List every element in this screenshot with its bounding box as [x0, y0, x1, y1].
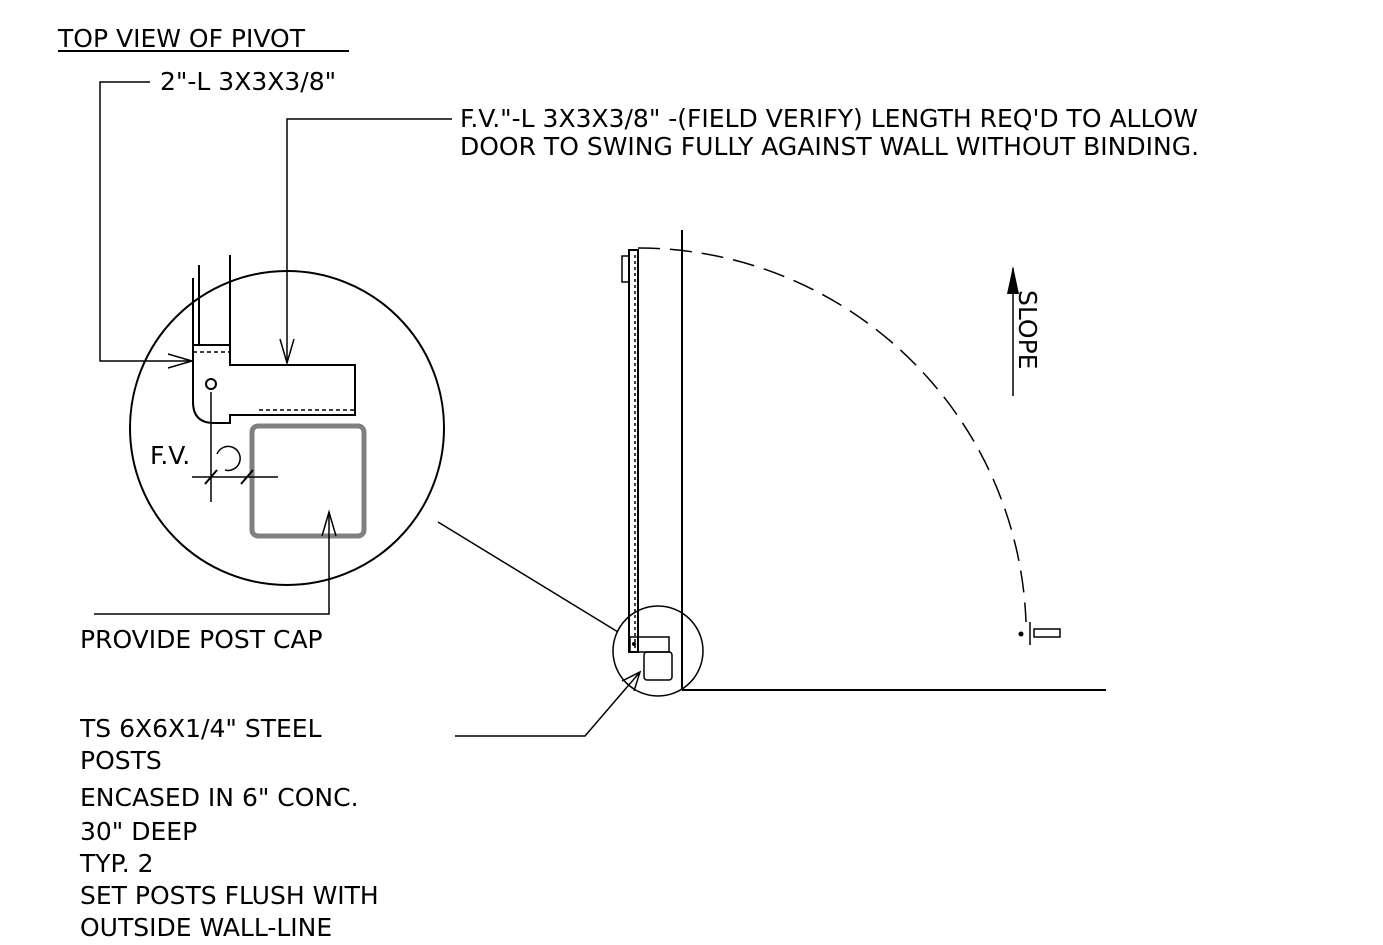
small-pivot-pin-icon: [632, 642, 636, 646]
label-pivot-angle: 2"-L 3X3X3/8": [160, 67, 336, 96]
small-steel-post: [643, 651, 673, 681]
posts-note-line: OUTSIDE WALL-LINE: [80, 913, 332, 942]
leader-post-cap: [94, 512, 330, 615]
small-pivot-plate: [637, 636, 670, 653]
posts-note-line: ENCASED IN 6" CONC.: [80, 783, 359, 812]
label-fv: F.V.: [150, 441, 190, 470]
pivot-plate: [192, 344, 356, 424]
posts-note-line: TYP. 2: [79, 849, 154, 878]
steel-post: [249, 423, 367, 539]
door-swing-arc: [637, 247, 1027, 623]
small-pivot-block: [629, 636, 639, 653]
leader-posts-note: [455, 671, 641, 737]
pivot-pin-icon: [205, 378, 217, 390]
label-fv-angle-line1: F.V."-L 3X3X3/8" -(FIELD VERIFY) LENGTH …: [460, 104, 1198, 133]
fv-tick-right: [240, 469, 254, 485]
posts-note-line: 30" DEEP: [80, 817, 197, 846]
label-fv-angle-line2: DOOR TO SWING FULLY AGAINST WALL WITHOUT…: [460, 132, 1199, 161]
door-stop-dot-icon: [1018, 631, 1024, 637]
label-post-cap: PROVIDE POST CAP: [80, 625, 323, 654]
slope-arrow-icon: [1007, 266, 1019, 294]
leader-pivot-angle: [99, 81, 190, 362]
fv-tick-left: [204, 469, 218, 485]
posts-note-line: POSTS: [80, 746, 162, 775]
door-stop-bar: [1033, 628, 1061, 638]
arrowhead-fv-angle: [279, 338, 295, 366]
label-slope: SLOPE: [1013, 290, 1042, 369]
fv-arc-symbol: [216, 445, 241, 472]
leader-fv-angle: [286, 118, 452, 363]
arrowhead-post-cap: [321, 509, 337, 537]
arrowhead-posts-note: [621, 670, 642, 692]
detail-connector-line: [437, 521, 619, 633]
posts-note-line: TS 6X6X1/4" STEEL: [79, 714, 322, 743]
detail-circle: [129, 270, 445, 586]
posts-note-line: SET POSTS FLUSH WITH: [80, 881, 379, 910]
drawing-title: TOP VIEW OF PIVOT: [57, 24, 306, 53]
door-handle: [621, 255, 630, 283]
door-leaf: [628, 249, 639, 653]
detail-callout-circle: [612, 605, 704, 697]
